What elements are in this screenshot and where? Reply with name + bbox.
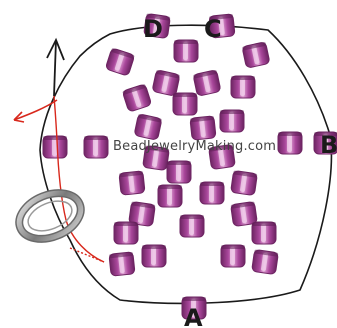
bead xyxy=(190,116,216,140)
watermark-text: BeadJewelryMaking.com xyxy=(113,139,276,154)
bead xyxy=(122,84,152,112)
black-arrow-icon xyxy=(47,40,64,96)
label-b: B xyxy=(320,131,337,159)
bead xyxy=(174,40,198,62)
bead xyxy=(231,170,258,195)
bead xyxy=(252,222,276,244)
bead xyxy=(158,185,182,207)
bead xyxy=(278,132,302,154)
label-a: A xyxy=(184,304,203,328)
bead xyxy=(242,42,270,69)
label-d: D xyxy=(143,15,163,43)
bead xyxy=(109,252,135,276)
bead xyxy=(142,245,166,267)
bead xyxy=(114,222,138,244)
bead xyxy=(43,136,67,158)
jump-ring-icon xyxy=(12,185,87,248)
red-arrow-icon xyxy=(14,100,57,122)
bead xyxy=(221,245,245,267)
bead xyxy=(134,114,162,141)
bead xyxy=(231,76,255,98)
bead xyxy=(167,161,191,183)
bead xyxy=(105,48,135,76)
bead xyxy=(200,182,224,204)
bead xyxy=(173,93,197,115)
bead xyxy=(180,215,204,237)
bead xyxy=(252,249,279,274)
bead xyxy=(220,110,244,132)
bead xyxy=(84,136,108,158)
bead xyxy=(193,70,221,97)
label-c: C xyxy=(204,15,222,43)
bead xyxy=(152,70,180,97)
bead xyxy=(119,171,145,195)
